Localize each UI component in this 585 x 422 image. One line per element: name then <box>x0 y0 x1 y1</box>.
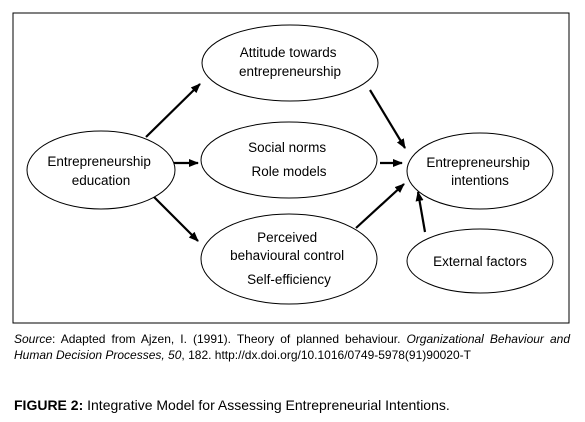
node-perceived-line-3: Self-efficiency <box>247 272 331 287</box>
node-attitude-line-1: Attitude towards <box>240 45 337 60</box>
figure-caption: FIGURE 2: Integrative Model for Assessin… <box>14 397 574 413</box>
node-perceived-line-2: behavioural control <box>230 248 344 263</box>
svg-text:Entrepreneurship intention: Entrepreneurship intentions <box>426 155 533 188</box>
svg-text:Attitude towards entrepren: Attitude towards entrepreneurship <box>239 45 341 79</box>
node-attitude <box>201 24 379 102</box>
svg-text:Social norms Role models: Social norms Role models <box>248 140 330 179</box>
node-social-line-1: Social norms <box>248 140 326 155</box>
node-social <box>200 121 378 199</box>
node-education-line-1: Entrepreneurship <box>47 154 151 169</box>
node-perceived-line-1: Perceived <box>257 230 317 245</box>
diagram-frame <box>12 12 570 324</box>
node-external <box>406 228 554 294</box>
svg-text:Entrepreneurship education: Entrepreneurship education <box>47 154 154 188</box>
arrow-education-to-perceived <box>145 188 199 242</box>
node-external-line-1: External factors <box>433 254 527 269</box>
source-text-2: , 182. http://dx.doi.org/10.1016/0749-59… <box>181 348 471 362</box>
figure-label: FIGURE 2: <box>14 397 84 413</box>
node-education-line-2: education <box>72 173 131 188</box>
arrow-external-to-intentions <box>415 191 427 233</box>
source-journal: Organizational Behaviour and Human Decis… <box>14 332 570 362</box>
node-social-line-2: Role models <box>251 164 326 179</box>
arrow-perceived-to-intentions <box>355 183 405 229</box>
source-label: Source <box>14 332 53 346</box>
source-text-1: : Adapted from Ajzen, I. (1991). Theory … <box>52 332 407 346</box>
svg-text:Perceived behavioural cont: Perceived behavioural control Self-effic… <box>230 230 348 287</box>
node-intentions-line-2: intentions <box>451 173 509 188</box>
diagram: Entrepreneurship education Attitude towa… <box>12 12 570 324</box>
arrow-education-to-attitude <box>145 83 201 138</box>
figure-caption-text: Integrative Model for Assessing Entrepre… <box>83 397 450 413</box>
node-attitude-line-2: entrepreneurship <box>239 64 341 79</box>
svg-text:External factors: External factors <box>433 254 527 269</box>
node-intentions <box>406 132 554 210</box>
node-education <box>26 130 176 210</box>
node-intentions-line-1: Entrepreneurship <box>426 155 530 170</box>
arrow-attitude-to-intentions <box>369 89 406 149</box>
source-note: Source: Adapted from Ajzen, I. (1991). T… <box>14 331 570 363</box>
node-perceived <box>200 213 378 305</box>
